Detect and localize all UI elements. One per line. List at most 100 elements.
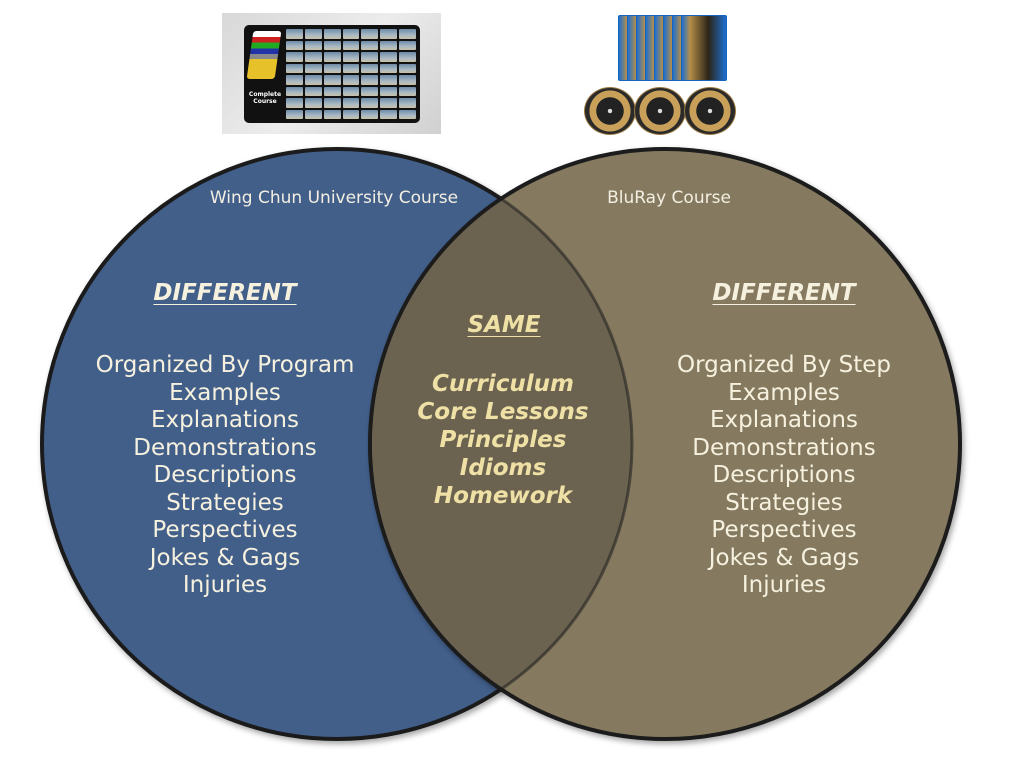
list-item: Strategies (166, 489, 284, 516)
list-item: Jokes & Gags (708, 544, 860, 571)
video-thumbnail (342, 52, 360, 62)
video-thumbnail (399, 63, 416, 73)
video-thumbnail (361, 63, 379, 73)
video-thumbnail (361, 109, 379, 119)
video-thumbnail (399, 109, 416, 119)
video-thumbnail (304, 86, 322, 96)
video-thumbnail (286, 52, 303, 62)
video-thumbnail (361, 29, 379, 39)
video-thumbnail (342, 109, 360, 119)
video-thumbnail (380, 98, 398, 108)
video-thumbnail (323, 40, 341, 50)
video-thumbnail (380, 86, 398, 96)
video-thumbnail (399, 40, 416, 50)
video-thumbnail (399, 29, 416, 39)
video-thumbnail (342, 75, 360, 85)
video-thumbnail (286, 109, 303, 119)
list-item: Demonstrations (692, 434, 876, 461)
list-item: Jokes & Gags (149, 544, 301, 571)
video-thumbnail (304, 63, 322, 73)
video-thumbnail (399, 98, 416, 108)
list-item: Perspectives (711, 517, 857, 543)
video-thumbnail (380, 109, 398, 119)
list-item: Homework (433, 483, 573, 509)
video-thumbnail (361, 40, 379, 50)
video-thumbnail (399, 75, 416, 85)
course-caption: Complete Course (248, 91, 282, 105)
video-thumbnail (304, 75, 322, 85)
video-thumbnail (323, 98, 341, 108)
video-thumbnail (361, 75, 379, 85)
video-thumbnail (361, 52, 379, 62)
video-thumbnail (304, 52, 322, 62)
list-item: Organized By Program (95, 352, 355, 378)
left-heading: DIFFERENT (153, 280, 297, 306)
video-thumbnail (380, 29, 398, 39)
list-item: Strategies (725, 489, 843, 516)
shared-items-list: Curriculum Core Lessons Principles Idiom… (417, 370, 588, 510)
list-item: Descriptions (153, 462, 297, 488)
video-thumbnail (342, 29, 360, 39)
video-thumbnail (380, 75, 398, 85)
video-thumbnail (361, 98, 379, 108)
video-thumbnail (286, 29, 303, 39)
list-item: Injuries (741, 572, 827, 598)
video-thumbnail (399, 86, 416, 96)
video-thumbnail (380, 63, 398, 73)
list-item: Injuries (182, 572, 268, 598)
list-item: Core Lessons (417, 399, 589, 425)
video-thumbnail (286, 40, 303, 50)
bluray-disc (684, 87, 736, 135)
video-thumbnail (286, 86, 303, 96)
overlap-region (372, 151, 632, 737)
video-thumbnail (399, 52, 416, 62)
video-thumbnail (323, 75, 341, 85)
bluray-disc (634, 87, 686, 135)
bluray-course-image (582, 13, 742, 135)
list-item: Demonstrations (133, 434, 317, 461)
video-thumbnail (361, 86, 379, 96)
bluray-case (681, 15, 727, 81)
list-item: Examples (169, 379, 281, 406)
right-differences-list: Organized By Step Examples Explanations … (677, 352, 891, 600)
list-item: Organized By Step (676, 352, 892, 378)
video-thumbnail (342, 86, 360, 96)
video-thumbnail (304, 109, 322, 119)
video-thumbnail (286, 75, 303, 85)
right-heading: DIFFERENT (712, 280, 856, 306)
course-screen: Complete Course (244, 25, 420, 123)
video-thumbnail-grid (286, 29, 416, 119)
list-item: Perspectives (152, 517, 298, 543)
list-item: Descriptions (712, 462, 856, 488)
right-circle-title: BluRay Course (607, 188, 731, 208)
list-item: Examples (728, 379, 840, 406)
list-item: Explanations (151, 407, 299, 433)
left-differences-list: Organized By Program Examples Explanatio… (96, 352, 355, 600)
video-thumbnail (304, 29, 322, 39)
video-thumbnail (304, 98, 322, 108)
video-thumbnail (342, 40, 360, 50)
video-thumbnail (323, 109, 341, 119)
list-item: Explanations (710, 407, 858, 433)
wing-chun-university-course-image: Complete Course (222, 13, 441, 134)
list-item: Curriculum (431, 371, 575, 397)
video-thumbnail (304, 40, 322, 50)
video-thumbnail (323, 63, 341, 73)
belts-icon (246, 31, 282, 79)
video-thumbnail (286, 98, 303, 108)
bluray-disc (584, 87, 636, 135)
video-thumbnail (342, 63, 360, 73)
left-circle-title: Wing Chun University Course (209, 188, 459, 208)
list-item: Idioms (459, 455, 547, 481)
video-thumbnail (342, 98, 360, 108)
video-thumbnail (323, 86, 341, 96)
video-thumbnail (380, 40, 398, 50)
list-item: Principles (439, 427, 567, 453)
left-circle-outline (40, 147, 634, 741)
video-thumbnail (380, 52, 398, 62)
video-thumbnail (286, 63, 303, 73)
center-heading: SAME (467, 312, 541, 338)
video-thumbnail (323, 52, 341, 62)
video-thumbnail (323, 29, 341, 39)
